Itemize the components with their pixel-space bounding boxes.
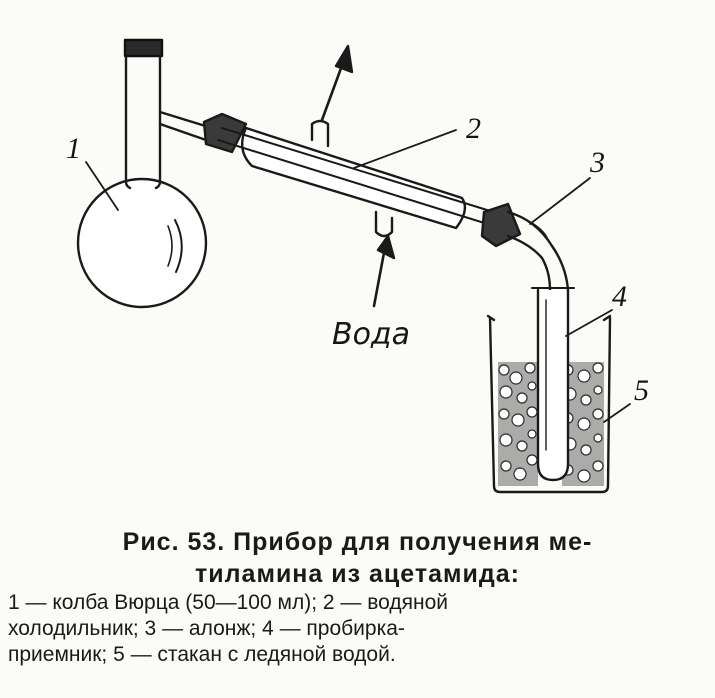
water-in-arrow: [372, 234, 396, 308]
caption-title-line-1: Рис. 53. Прибор для получения ме-: [122, 528, 593, 556]
apparatus-diagram: 1 2 3 4 5 Вода: [66, 38, 649, 494]
label-flask: 1: [66, 132, 81, 165]
water-condenser: [217, 119, 501, 238]
figure-caption: Рис. 53. Прибор для получения ме- тилами…: [0, 526, 715, 668]
caption-legend-line-2: холодильник; 3 — алонж; 4 — пробирка-: [8, 617, 405, 640]
caption-title-line-2: тиламина из ацетамида:: [195, 560, 520, 588]
label-beaker: 5: [634, 374, 649, 407]
test-tube: [531, 287, 575, 482]
label-condenser: 2: [466, 112, 481, 145]
flask-stopper: [123, 38, 164, 58]
beaker: [486, 314, 612, 494]
leader-line-4: [565, 309, 613, 337]
label-adapter: 3: [589, 146, 605, 179]
leader-line-5: [603, 403, 631, 423]
leader-line-3: [529, 177, 591, 225]
cork-joint-2: [480, 202, 522, 248]
leader-line-1: [85, 161, 119, 211]
caption-legend-line-3: приемник; 5 — стакан с ледяной водой.: [8, 643, 396, 666]
label-tube: 4: [612, 280, 627, 313]
caption-legend-line-1: 1 — колба Вюрца (50—100 мл); 2 — водяной: [8, 591, 448, 614]
water-out-arrow: [320, 44, 354, 122]
label-water: Вода: [332, 317, 410, 352]
leader-line-2: [353, 129, 457, 169]
wurtz-flask: [76, 38, 214, 309]
cork-joint-1: [202, 112, 248, 154]
